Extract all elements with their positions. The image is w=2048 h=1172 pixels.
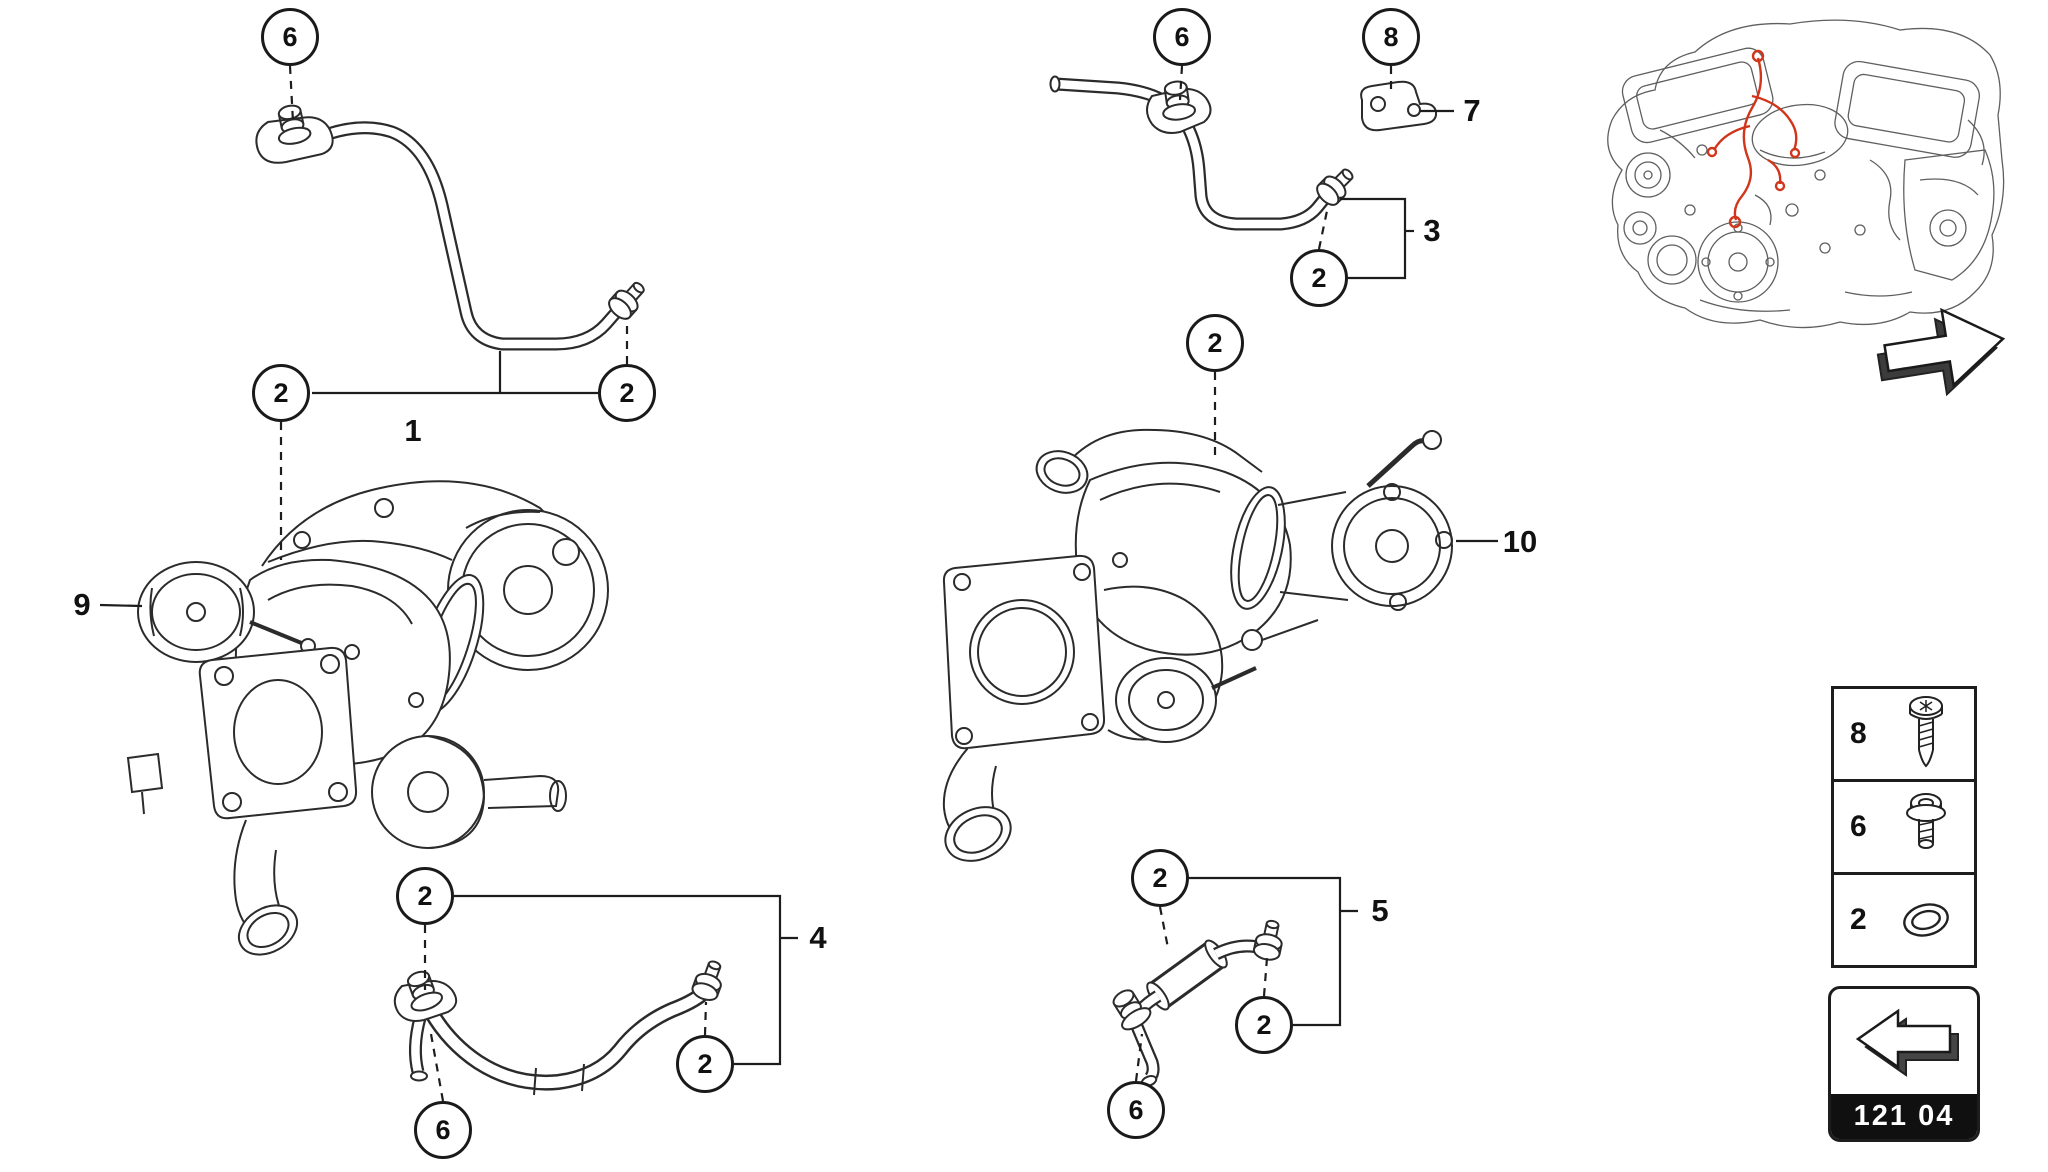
callout-seal-2-pipe5-right[interactable]: 2 xyxy=(1235,996,1293,1054)
coolant-hose-4 xyxy=(393,956,729,1096)
legend-number-8: 8 xyxy=(1850,717,1867,750)
torx-screw-icon xyxy=(1886,692,1966,776)
legend-number-6: 6 xyxy=(1850,810,1867,843)
page-code: 121 04 xyxy=(1831,1094,1977,1139)
engine-thumbnail xyxy=(1607,19,2005,329)
callout-seal-2-pipe5-top[interactable]: 2 xyxy=(1131,849,1189,907)
callout-screw-8-bracket7[interactable]: 8 xyxy=(1362,8,1420,66)
coolant-pipe-5 xyxy=(1105,917,1288,1087)
flanged-screw-icon xyxy=(1886,785,1966,869)
retainer-bracket-7 xyxy=(1360,80,1438,132)
callout-seal-2-pipe3-right[interactable]: 2 xyxy=(1290,249,1348,307)
callout-seal-2-pipe1-right[interactable]: 2 xyxy=(598,364,656,422)
coolant-pipe-3 xyxy=(1049,75,1361,231)
back-arrow-icon xyxy=(1831,989,1977,1094)
left-turbocharger xyxy=(126,480,609,956)
seal-ring-icon xyxy=(1886,888,1966,952)
part-label-3[interactable]: 3 xyxy=(1423,213,1441,248)
part-label-7[interactable]: 7 xyxy=(1463,93,1481,128)
legend-item-2[interactable]: 2 xyxy=(1831,872,1977,968)
part-label-1[interactable]: 1 xyxy=(404,413,422,448)
part-label-10[interactable]: 10 xyxy=(1502,524,1538,559)
legend-item-8[interactable]: 8 xyxy=(1831,686,1977,782)
fastener-legend: 8 6 xyxy=(1831,686,1977,968)
part-label-5[interactable]: 5 xyxy=(1371,893,1389,928)
callout-seal-2-hose4-right[interactable]: 2 xyxy=(676,1035,734,1093)
part-label-4[interactable]: 4 xyxy=(809,920,827,955)
callout-seal-2-hose4-top[interactable]: 2 xyxy=(396,867,454,925)
connector-lines xyxy=(99,65,1498,1102)
part-label-9[interactable]: 9 xyxy=(73,587,91,622)
coolant-pipe-1 xyxy=(255,101,652,351)
callout-screw-6-pipe5[interactable]: 6 xyxy=(1107,1081,1165,1139)
callout-screw-6-pipe1[interactable]: 6 xyxy=(261,8,319,66)
callout-screw-6-hose4[interactable]: 6 xyxy=(414,1101,472,1159)
callout-seal-2-pipe1-left[interactable]: 2 xyxy=(252,364,310,422)
legend-number-2: 2 xyxy=(1850,903,1867,936)
callout-screw-6-pipe3[interactable]: 6 xyxy=(1153,8,1211,66)
page-nav-box[interactable]: 121 04 xyxy=(1828,986,1980,1142)
right-turbocharger xyxy=(942,428,1453,862)
callout-seal-2-pipe3-lower[interactable]: 2 xyxy=(1186,314,1244,372)
direction-arrow-icon xyxy=(1876,307,2006,397)
legend-item-6[interactable]: 6 xyxy=(1831,779,1977,875)
engine-highlight-lines xyxy=(1706,49,1801,229)
